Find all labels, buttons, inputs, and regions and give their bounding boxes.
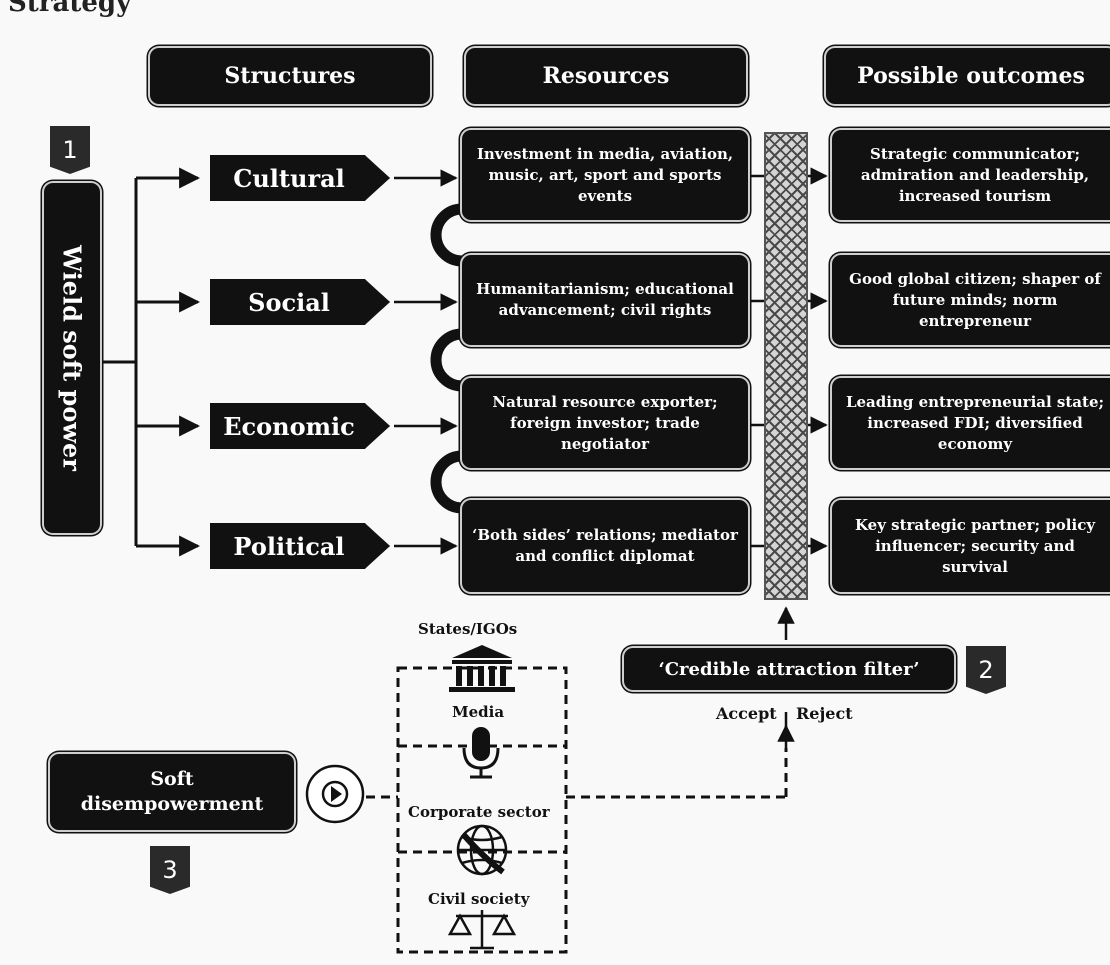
badge-3: 3 bbox=[150, 846, 190, 894]
wield-soft-power-label: Wield soft power bbox=[57, 245, 87, 471]
structure-to-resource-arrows bbox=[394, 169, 458, 555]
reject-label: Reject bbox=[796, 704, 853, 723]
resource-cultural: Investment in media, aviation, music, ar… bbox=[462, 130, 748, 220]
soft-disempowerment-box: Soft disempowerment bbox=[50, 754, 294, 830]
building-icon bbox=[449, 645, 515, 692]
outcome-social: Good global citizen; shaper of future mi… bbox=[832, 255, 1110, 345]
resource-political: ‘Both sides’ relations; mediator and con… bbox=[462, 500, 748, 592]
accept-label: Accept bbox=[716, 704, 777, 723]
microphone-icon bbox=[462, 727, 500, 779]
wield-soft-power-box: Wield soft power bbox=[44, 183, 100, 533]
actor-corporate-sector: Corporate sector bbox=[406, 803, 552, 821]
scales-icon bbox=[447, 910, 517, 950]
structure-social: Social bbox=[210, 279, 390, 325]
actor-states-igos: States/IGOs bbox=[418, 620, 518, 638]
globe-icon bbox=[456, 824, 508, 876]
badge-2: 2 bbox=[966, 646, 1006, 694]
header-resources: Resources bbox=[466, 48, 746, 104]
header-possible-outcomes: Possible outcomes bbox=[826, 48, 1110, 104]
attraction-filter-strip bbox=[764, 132, 808, 600]
wield-branches bbox=[100, 167, 201, 557]
structure-political: Political bbox=[210, 523, 390, 569]
play-circle-icon bbox=[305, 764, 365, 824]
actor-civil-society: Civil society bbox=[428, 890, 530, 908]
resource-links bbox=[430, 203, 463, 514]
outcome-cultural: Strategic communicator; admiration and l… bbox=[832, 130, 1110, 220]
actor-media: Media bbox=[452, 703, 505, 721]
credible-attraction-filter: ‘Credible attraction filter’ bbox=[624, 648, 954, 690]
structure-economic: Economic bbox=[210, 403, 390, 449]
outcome-economic: Leading entrepreneurial state; increased… bbox=[832, 378, 1110, 468]
resource-social: Humanitarianism; educational advancement… bbox=[462, 255, 748, 345]
resource-economic: Natural resource exporter; foreign inves… bbox=[462, 378, 748, 468]
header-structures: Structures bbox=[150, 48, 430, 104]
cropped-title: Strategy bbox=[8, 0, 132, 18]
badge-1: 1 bbox=[50, 126, 90, 174]
structure-cultural: Cultural bbox=[210, 155, 390, 201]
outcome-political: Key strategic partner; policy influencer… bbox=[832, 500, 1110, 592]
